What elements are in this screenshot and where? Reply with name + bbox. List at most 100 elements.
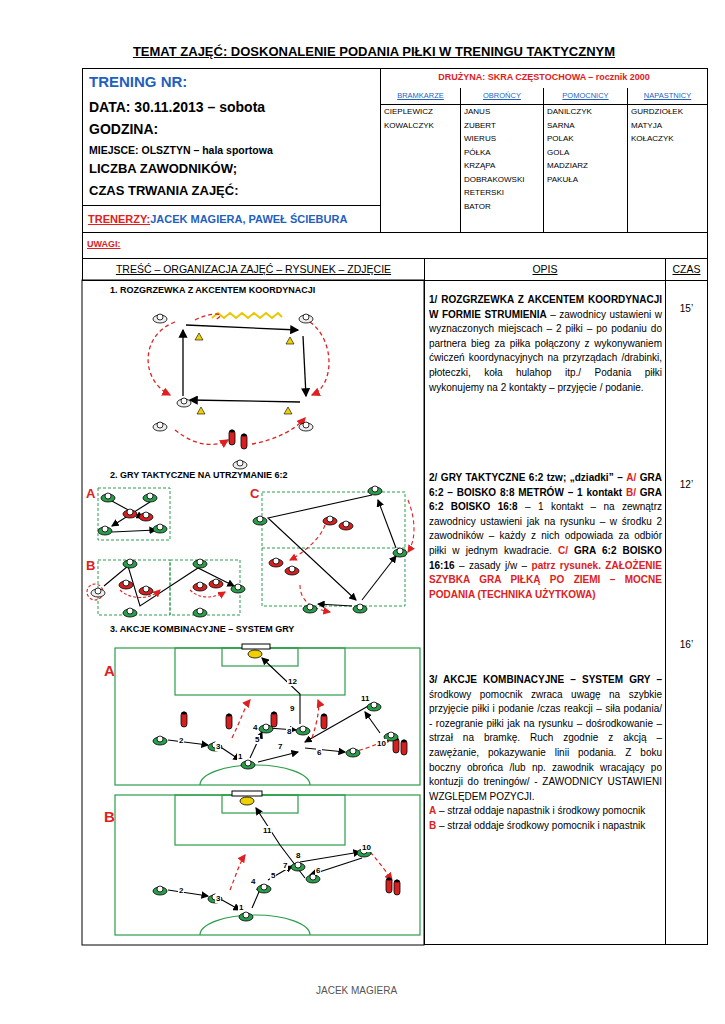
- description-text: B: [429, 820, 436, 831]
- time-value: 12’: [666, 479, 707, 490]
- cell-text: LICZBA ZAWODNIKÓW;: [89, 161, 237, 176]
- player-name: GOLA: [544, 146, 627, 160]
- description-paragraph: 2/ GRY TAKTYCZNE 6:2 tzw; „dziadki” – A/…: [429, 471, 662, 602]
- column-heading: NAPASTNICY: [628, 88, 707, 105]
- section-heading: 2. GRY TAKTYCZNE NA UTRZYMANIE 6:2: [110, 470, 288, 480]
- cell-text: UWAGI:: [87, 239, 121, 249]
- player-name: SARNA: [544, 119, 627, 133]
- header-cell: TREŚĆ – ORGANIZACJA ZAJĘĆ – RYSUNEK – ZD…: [82, 258, 425, 281]
- description-line: A – strzał oddaje napastnik i środkowy p…: [429, 804, 662, 819]
- callout-number: 9: [289, 704, 295, 713]
- header-cell: OPIS: [424, 258, 666, 281]
- callout-number: 5: [270, 871, 276, 880]
- cell-text: GODZINA:: [89, 121, 158, 137]
- player-name: BATOR: [461, 200, 543, 214]
- callout-number: 6: [315, 866, 321, 875]
- description-paragraph: 3/ AKCJE KOMBINACYJNE – SYSTEM GRY – śro…: [429, 673, 662, 834]
- description-text: środkowy pomocnik zwraca uwagę na szybki…: [429, 689, 662, 802]
- player-name: ZUBERT: [461, 119, 543, 133]
- variant-letter: B: [104, 808, 115, 825]
- variant-letter: A: [104, 662, 115, 679]
- callout-number: 5: [254, 735, 260, 744]
- description-cell: 1/ ROZGRZEWKA Z AKCENTEM KOORDYNACJI W F…: [424, 280, 666, 945]
- column-box: BRAMKARZECIEPLEWICZKOWALCZYK: [380, 88, 461, 233]
- cell-text: OPIS: [425, 263, 665, 275]
- callout-number: 2: [178, 886, 184, 895]
- cell-text: CZAS TRWANIA ZAJĘĆ:: [89, 183, 239, 198]
- callout-number: 7: [282, 861, 288, 870]
- header-cell: CZAS: [665, 258, 708, 281]
- player-name: MATYJA: [628, 119, 707, 133]
- coaches-names: JACEK MAGIERA, PAWEŁ ŚCIEBURA: [150, 213, 347, 225]
- callout-number: 11: [262, 826, 272, 835]
- column-box: NAPASTNICYGURDZIOŁEKMATYJAKOŁACZYK: [627, 88, 708, 233]
- cell-text: TRENING NR:: [89, 73, 187, 90]
- section-heading: 1. ROZGRZEWKA Z AKCENTEM KOORDYNACJI: [110, 285, 315, 295]
- callout-number: 8: [295, 851, 301, 860]
- description-text: 3/ AKCJE KOMBINACYJNE – SYSTEM GRY –: [429, 674, 662, 685]
- callout-number: 6: [316, 748, 322, 757]
- description-text: B/: [626, 487, 636, 498]
- cell-text: TREŚĆ – ORGANIZACJA ZAJĘĆ – RYSUNEK – ZD…: [83, 263, 424, 275]
- description-line: 2/ GRY TAKTYCZNE 6:2 tzw; „dziadki” – A/…: [429, 471, 662, 602]
- player-name: DOBRAKOWSKI: [461, 173, 543, 187]
- description-text: – zawodnicy ustawieni w wyznaczonych mie…: [429, 309, 662, 393]
- variant-letter: A: [86, 486, 95, 501]
- description-paragraph: 1/ ROZGRZEWKA Z AKCENTEM KOORDYNACJI W F…: [429, 293, 662, 395]
- column-heading: BRAMKARZE: [381, 88, 460, 105]
- callout-number: 10: [361, 843, 372, 852]
- cell-text: MIEJSCE: OLSZTYN – hala sportowa: [89, 144, 273, 156]
- description-text: 2/ GRY TAKTYCZNE 6:2 tzw; „dziadki” –: [429, 472, 623, 483]
- info-box: TRENING NR: DATA: 30.11.2013 – sobotaGODZ…: [82, 68, 381, 206]
- callout-number: 11: [360, 694, 370, 703]
- description-text: C/: [558, 545, 568, 556]
- description-line: 3/ AKCJE KOMBINACYJNE – SYSTEM GRY – śro…: [429, 673, 662, 804]
- column-box: POMOCNICYDANILCZYKSARNAPOLAKGOLAMADZIARZ…: [543, 88, 628, 233]
- player-name: MADZIARZ: [544, 159, 627, 173]
- cell-text: DRUŻYNA: SKRA CZĘSTOCHOWA – rocznik 2000: [381, 72, 707, 82]
- column-heading: POMOCNICY: [544, 88, 627, 105]
- description-text: A: [429, 805, 436, 816]
- player-name: CIEPLEWICZ: [381, 105, 460, 119]
- callout-number: 4: [250, 877, 256, 886]
- cell-text: CZAS: [666, 263, 707, 275]
- description-text: – strzał oddaje środkowy pomocnik i napa…: [439, 820, 645, 831]
- column-box: OBROŃCYJANUSZUBERTWIERUSPÓŁKAKRZĄPADOBRA…: [460, 88, 544, 233]
- description-line: 1/ ROZGRZEWKA Z AKCENTEM KOORDYNACJI W F…: [429, 293, 662, 395]
- player-name: KOWALCZYK: [381, 119, 460, 133]
- description-text: – strzał oddaje napastnik i środkowy pom…: [439, 805, 645, 816]
- player-name: POLAK: [544, 132, 627, 146]
- callout-number: 2: [178, 736, 184, 745]
- remarks-row: UWAGI:: [82, 232, 708, 259]
- description-text: – zasady j/w –: [459, 560, 527, 571]
- callout-number: 8: [286, 727, 292, 736]
- callout-number: 7: [277, 742, 283, 751]
- player-name: PÓŁKA: [461, 146, 543, 160]
- player-name: WIERUS: [461, 132, 543, 146]
- player-name: KRZĄPA: [461, 159, 543, 173]
- callout-number: 3: [215, 742, 221, 751]
- time-value: 15’: [666, 303, 707, 314]
- player-name: JANUS: [461, 105, 543, 119]
- cell-text: DATA: 30.11.2013 – sobota: [89, 99, 265, 115]
- player-name: KOŁACZYK: [628, 132, 707, 146]
- coaches-box: TRENERZY:JACEK MAGIERA, PAWEŁ ŚCIEBURA: [82, 205, 381, 233]
- variant-letter: B: [86, 558, 95, 573]
- callout-number: 10: [376, 739, 387, 748]
- callout-number: 3: [215, 894, 221, 903]
- player-name: RETERSKI: [461, 186, 543, 200]
- callout-number: 12: [287, 677, 298, 686]
- coaches-line: TRENERZY:JACEK MAGIERA, PAWEŁ ŚCIEBURA: [88, 213, 347, 225]
- team-box: DRUŻYNA: SKRA CZĘSTOCHOWA – rocznik 2000…: [380, 68, 708, 233]
- description-line: B – strzał oddaje środkowy pomocnik i na…: [429, 819, 662, 834]
- callout-number: 1: [237, 752, 243, 761]
- callout-number: 1: [238, 903, 244, 912]
- section-heading: 3. AKCJE KOMBINACYJNE – SYSTEM GRY: [110, 624, 294, 634]
- time-cell: 15’12’16’: [665, 280, 708, 945]
- player-name: PAKUŁA: [544, 173, 627, 187]
- player-name: GURDZIOŁEK: [628, 105, 707, 119]
- description-text: A/: [626, 472, 636, 483]
- variant-letter: C: [250, 486, 259, 501]
- page-footer: JACEK MAGIERA: [316, 985, 397, 996]
- callout-number: 4: [252, 723, 258, 732]
